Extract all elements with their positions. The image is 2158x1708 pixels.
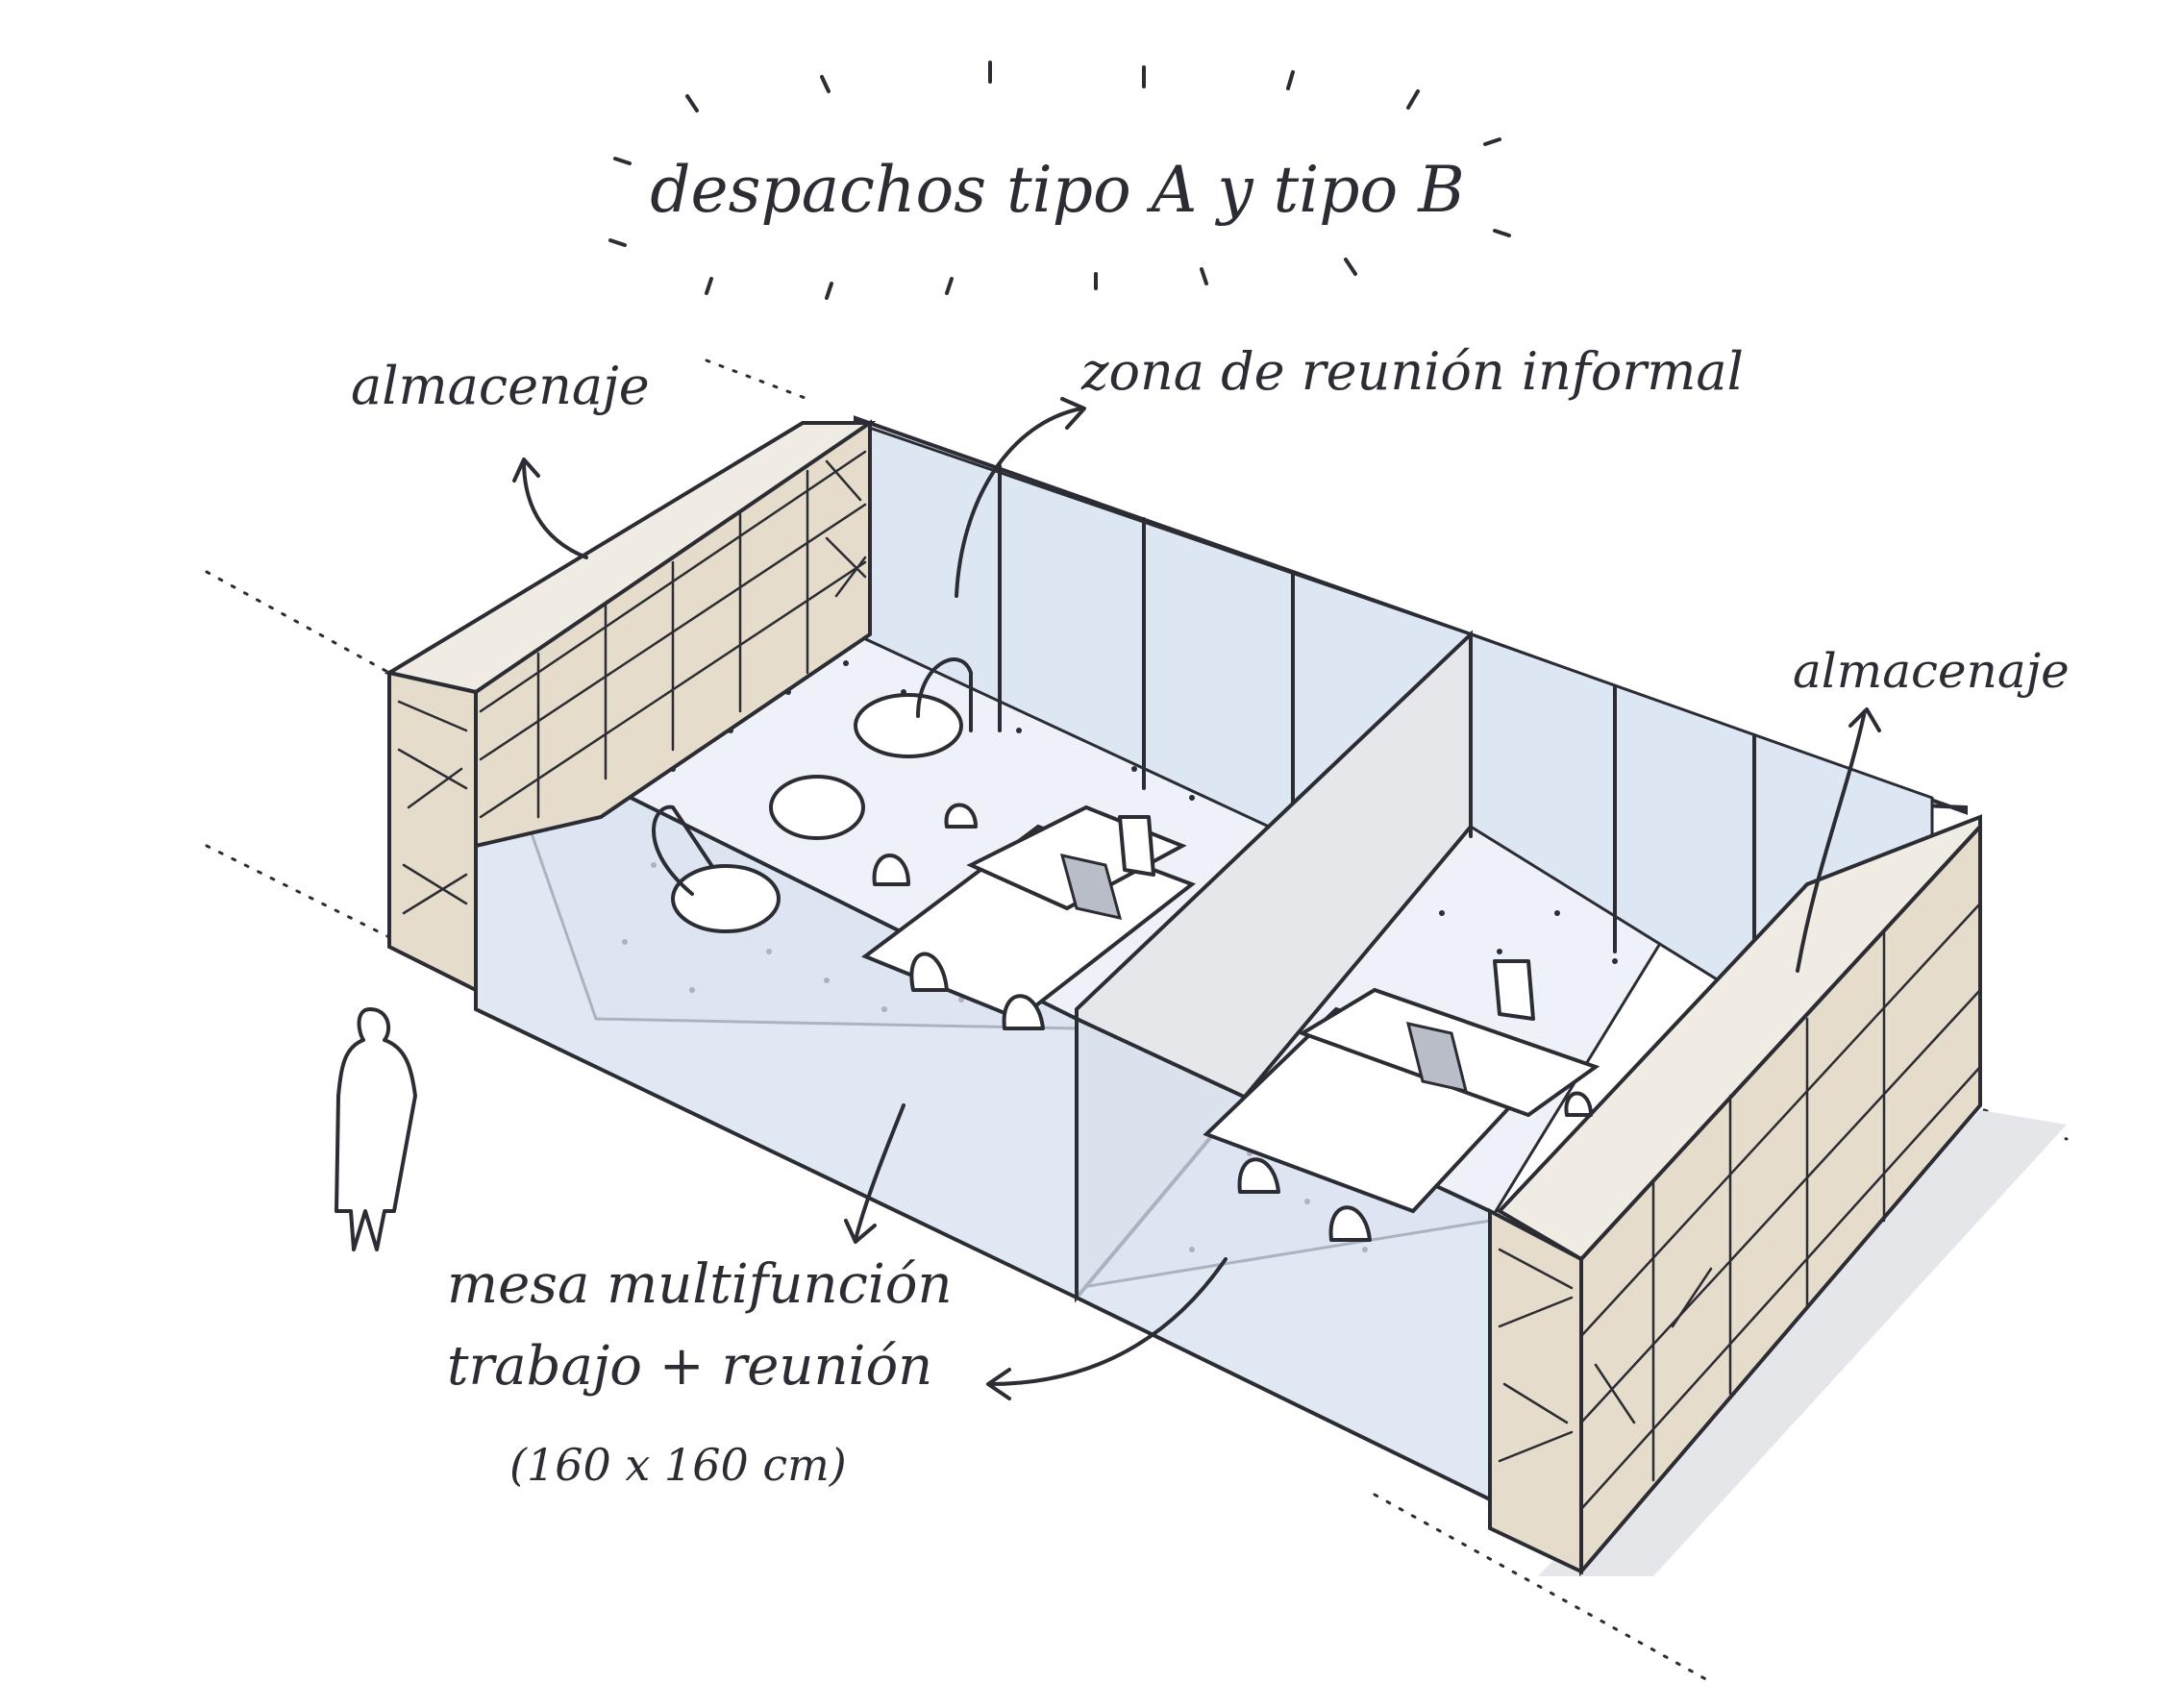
right-storage-shelves xyxy=(1579,902,1982,1511)
left-storage-wood-hatching xyxy=(397,459,867,915)
label-table-size: (160 x 160 cm) xyxy=(509,1439,847,1491)
left-storage-shelves xyxy=(479,450,867,819)
arrow-meeting-zone xyxy=(955,407,1083,598)
label-storage-right: almacenaje xyxy=(1793,643,2070,699)
chairs-room-b xyxy=(1237,959,1593,1242)
title-rays xyxy=(608,61,1511,300)
diagram-title: despachos tipo A y tipo B xyxy=(650,153,1464,227)
label-storage-left: almacenaje xyxy=(351,356,650,416)
arrow-table-a xyxy=(854,1103,905,1242)
lounge-chair-2 xyxy=(671,864,781,933)
arrow-storage-left xyxy=(522,459,588,559)
lounge-chair-1 xyxy=(854,693,963,758)
label-table-line2: trabajo + reunión xyxy=(447,1335,932,1398)
laptop-room-b xyxy=(1405,1022,1469,1093)
chairs-room-a xyxy=(872,803,1155,1030)
label-meeting-zone: zona de reunión informal xyxy=(1080,341,1744,402)
reference-lines xyxy=(205,359,2069,1684)
lounge-chair-2-back xyxy=(652,804,713,896)
lounge-chair-1-back xyxy=(916,657,973,732)
arrow-table-b xyxy=(988,1257,1228,1386)
annotation-arrows xyxy=(512,397,1881,1400)
left-storage-side xyxy=(387,670,478,994)
laptop-room-a xyxy=(1059,853,1123,921)
human-figure xyxy=(335,1007,417,1251)
right-storage-side xyxy=(1488,1207,1583,1575)
coffee-table xyxy=(769,775,865,840)
arrow-storage-right xyxy=(1796,709,1867,973)
label-table-line1: mesa multifunción xyxy=(447,1253,953,1316)
right-storage-wood-hatching xyxy=(1498,1248,1713,1463)
